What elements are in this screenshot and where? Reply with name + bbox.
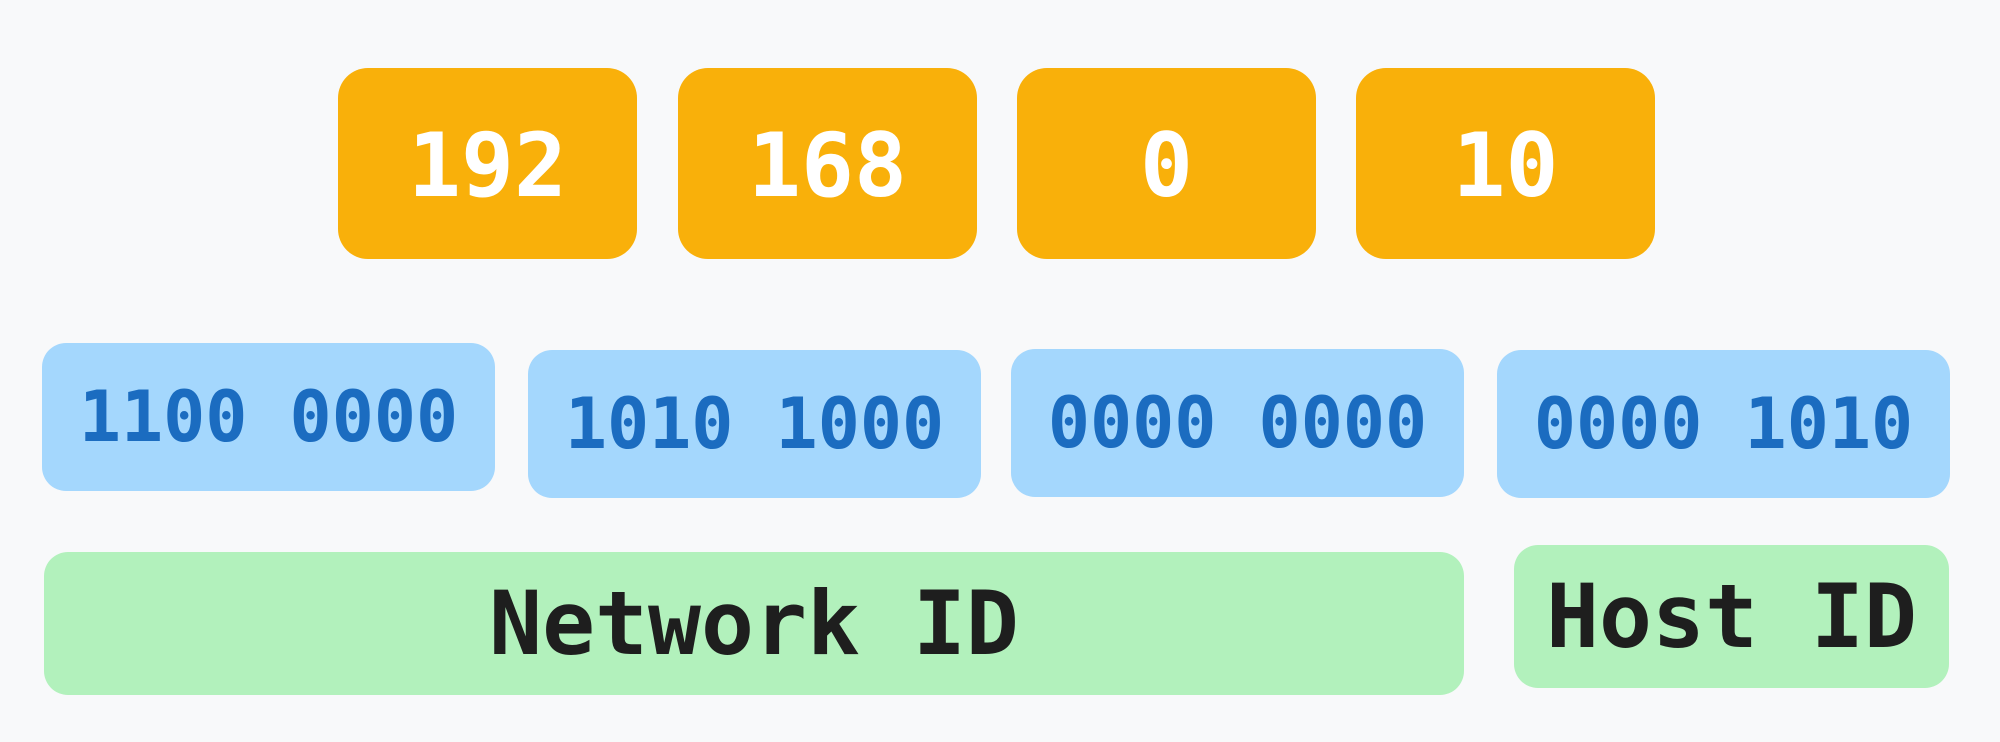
binary-octet-4: 0000 1010 [1497, 350, 1950, 498]
binary-octet-2: 1010 1000 [528, 350, 981, 498]
network-id-segment: Network ID [44, 552, 1464, 695]
decimal-octet-3: 0 [1017, 68, 1316, 259]
decimal-octet-2: 168 [678, 68, 977, 259]
decimal-octet-4: 10 [1356, 68, 1655, 259]
decimal-octet-1: 192 [338, 68, 637, 259]
binary-octet-3: 0000 0000 [1011, 349, 1464, 497]
host-id-segment: Host ID [1514, 545, 1949, 688]
binary-octet-1: 1100 0000 [42, 343, 495, 491]
